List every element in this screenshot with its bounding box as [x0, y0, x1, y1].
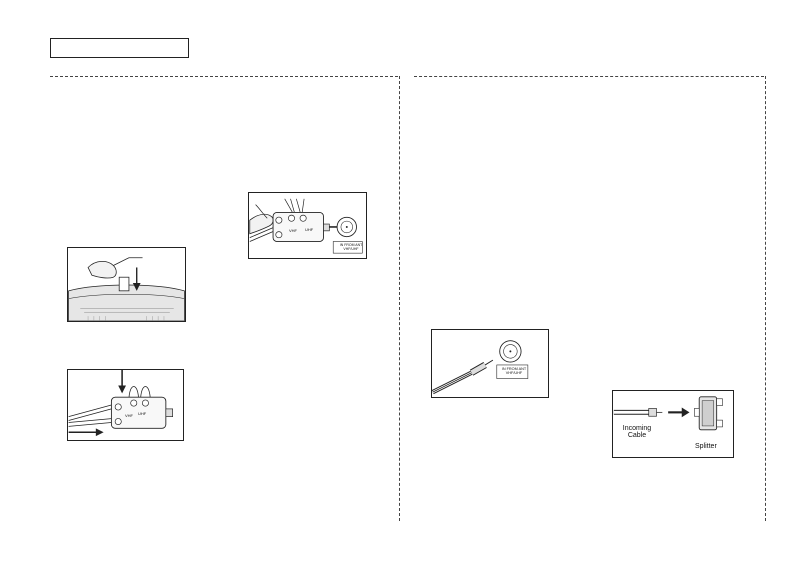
combiner-bottom-vhf-label: VHF — [125, 413, 133, 418]
incoming-cable-label: Incoming Cable — [622, 425, 652, 440]
figure-tv-terminal — [67, 247, 186, 322]
combiner-to-jack-illustration — [249, 198, 363, 254]
figure-combiner-arrows: VHF UHF — [67, 369, 184, 441]
cable-jack-label: IN FROM ANT VHF/UHF — [501, 367, 527, 376]
cable-to-jack-illustration — [432, 340, 529, 395]
right-column-right-rule — [765, 76, 766, 521]
figure-combiner-to-jack: VHF UHF IN FROM ANT VHF/UHF — [248, 192, 367, 259]
uhf-label: UHF — [305, 227, 314, 232]
section-title-box — [50, 38, 189, 58]
combiner-arrows-illustration — [68, 370, 173, 437]
figure-cable-to-jack: IN FROM ANT VHF/UHF — [431, 329, 549, 398]
splitter-label: Splitter — [695, 443, 717, 450]
left-column-top-rule — [50, 76, 398, 77]
splitter-illustration — [613, 396, 723, 431]
jack-label: IN FROM ANT VHF/UHF — [339, 243, 363, 251]
left-column-right-rule — [399, 76, 400, 521]
combiner-bottom-uhf-label: UHF — [138, 411, 147, 416]
right-column-top-rule — [414, 76, 764, 77]
figure-splitter: Incoming Cable Splitter — [612, 390, 734, 458]
tv-terminal-illustration — [68, 248, 185, 321]
vhf-label: VHF — [289, 228, 297, 233]
